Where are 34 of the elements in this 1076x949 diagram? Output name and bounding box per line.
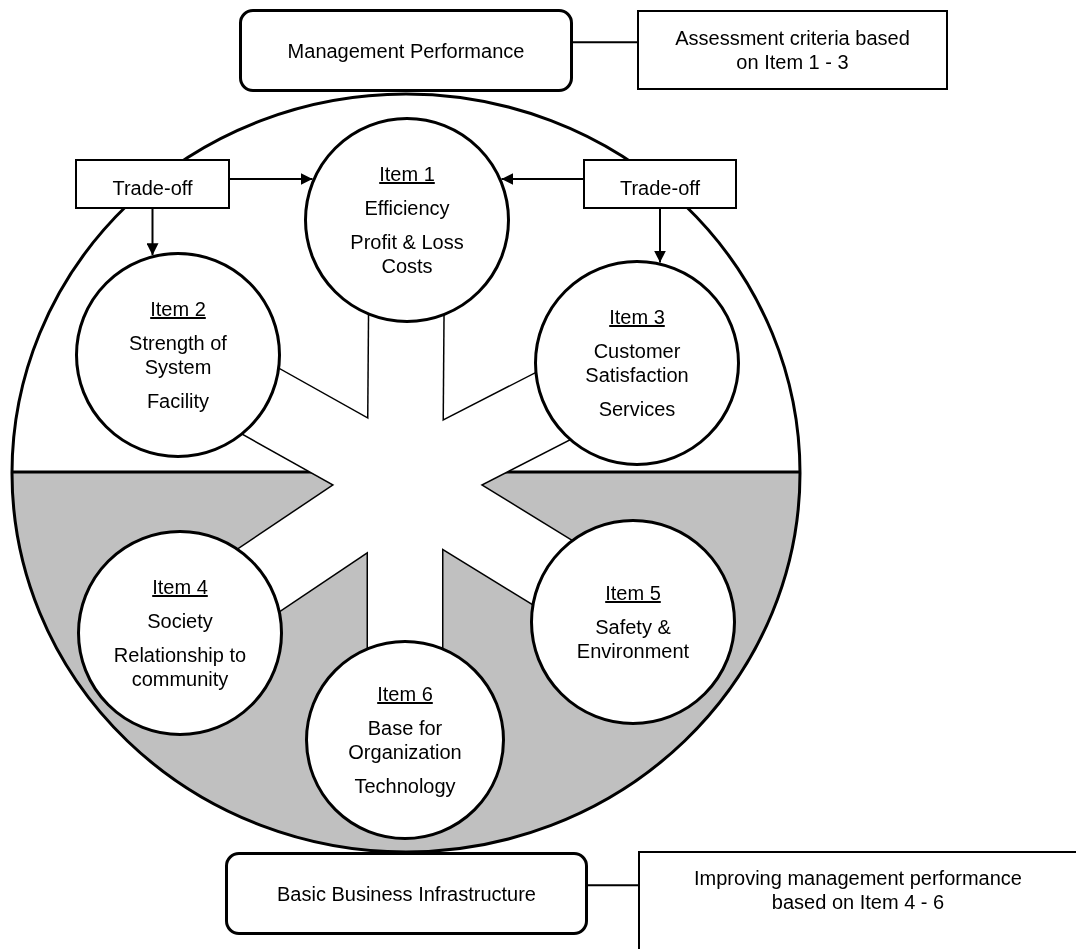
label-text: Trade-off bbox=[619, 176, 700, 200]
label-text: Management Performance bbox=[287, 38, 525, 63]
rounded-box bbox=[239, 9, 573, 92]
connector-line bbox=[587, 884, 639, 887]
arrow bbox=[500, 173, 584, 185]
label-text: Society bbox=[147, 609, 213, 633]
label-text: Improving management performance based on Item 4 - 6 bbox=[693, 866, 1023, 914]
label-text: Assessment criteria based on Item 1 - 3 bbox=[674, 26, 911, 74]
arrow bbox=[654, 208, 666, 264]
item-heading: Item 4 bbox=[152, 575, 208, 599]
label-text: Relationship to community bbox=[112, 643, 248, 691]
label-text: Strength of System bbox=[128, 331, 228, 379]
note-box bbox=[637, 10, 948, 90]
label-text: Profit & Loss Costs bbox=[349, 230, 465, 278]
label-text: Facility bbox=[146, 389, 210, 413]
note-box bbox=[638, 851, 1076, 949]
arrow bbox=[229, 173, 314, 185]
label-text: Efficiency bbox=[364, 196, 450, 220]
item-heading: Item 3 bbox=[609, 305, 665, 329]
trade-off-box bbox=[583, 159, 737, 209]
label-text: Trade-off bbox=[112, 176, 193, 200]
item-heading: Item 1 bbox=[379, 162, 435, 186]
connector-line bbox=[572, 41, 638, 44]
label-text: Technology bbox=[354, 774, 456, 798]
arrow bbox=[146, 208, 159, 257]
label-text: Services bbox=[598, 397, 676, 421]
label-text: Basic Business Infrastructure bbox=[277, 881, 536, 906]
rounded-box bbox=[225, 852, 588, 935]
label-text: Base for Organization bbox=[347, 716, 463, 764]
item-heading: Item 6 bbox=[377, 682, 433, 706]
item-heading: Item 2 bbox=[150, 297, 206, 321]
label-text: Safety & Environment bbox=[575, 615, 691, 663]
label-text: Customer Satisfaction bbox=[584, 339, 690, 387]
item-heading: Item 5 bbox=[605, 581, 661, 605]
